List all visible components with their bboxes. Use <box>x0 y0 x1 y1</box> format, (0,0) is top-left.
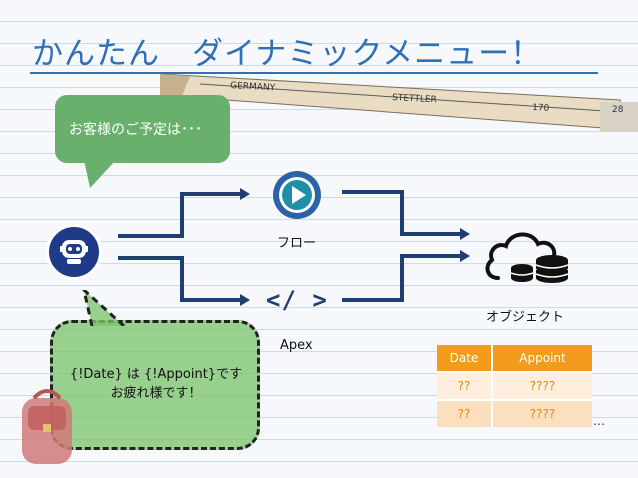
connector-bot-to-flow <box>118 192 242 238</box>
speech-bubble: お客様のご予定は･･･ <box>55 95 230 163</box>
column-header-date: Date <box>437 345 493 372</box>
output-bubble <box>50 320 260 450</box>
code-icon: </ > <box>266 286 330 316</box>
column-header-appoint: Appoint <box>492 345 592 372</box>
arrowhead-object-top <box>460 228 470 240</box>
title-underline <box>30 72 598 74</box>
backpack-image <box>22 389 72 464</box>
table-cell: ?? <box>437 371 493 400</box>
pencil-image: GERMANY STETTLER 170 28 <box>160 73 638 132</box>
arrowhead-flow <box>240 188 250 200</box>
connector-bot-to-apex <box>118 256 242 302</box>
connector-apex-to-object <box>342 254 462 302</box>
connector-flow-to-object <box>342 190 462 236</box>
arrowhead-object-bottom <box>460 250 470 262</box>
output-message-line1: {!Date} は {!Appoint}です <box>69 367 243 382</box>
flow-label: フロー <box>277 236 317 251</box>
table-ellipsis: … <box>593 414 605 428</box>
table-cell: ?? <box>437 399 493 427</box>
table-row: ?? ???? <box>437 371 592 400</box>
bot-avatar <box>46 224 102 280</box>
robot-icon <box>60 240 88 264</box>
data-table: Date Appoint ?? ???? ?? ???? <box>437 345 592 427</box>
arrowhead-apex <box>240 294 250 306</box>
apex-label: Apex <box>280 338 313 353</box>
object-label: オブジェクト <box>486 310 565 325</box>
speech-bubble-tail <box>84 160 116 188</box>
pencil-text-germany: GERMANY <box>230 81 276 93</box>
table-cell: ???? <box>492 371 592 400</box>
cloud-database-icon <box>485 232 569 283</box>
output-message-line2: お疲れ様です！ <box>110 386 202 401</box>
table-cell: ???? <box>492 399 592 427</box>
flow-play-icon <box>273 171 321 219</box>
table-header-row: Date Appoint <box>437 345 592 372</box>
pencil-text-number: 170 <box>532 103 550 114</box>
pencil-text-stettler: STETTLER <box>392 93 437 105</box>
speech-bubble-text: お客様のご予定は･･･ <box>69 122 202 138</box>
output-bubble-tail <box>82 290 126 326</box>
page-title: かんたん ダイナミックメニュー！ <box>32 36 543 72</box>
table-row: ?? ???? <box>437 399 592 427</box>
apex-symbol: </ > <box>266 286 328 314</box>
output-message: {!Date} は {!Appoint}です お疲れ様です！ <box>58 365 254 403</box>
pencil-text-suffix: 28 <box>612 105 624 115</box>
